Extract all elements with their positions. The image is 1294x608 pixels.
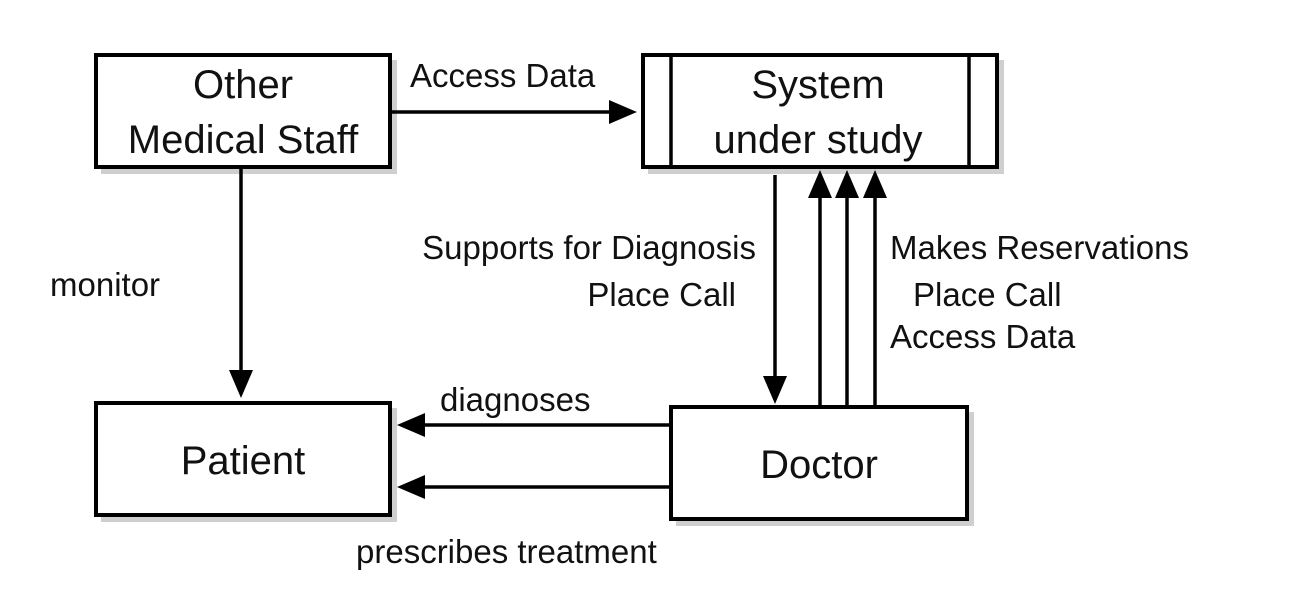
access-data-up-arrow: [863, 170, 887, 405]
other-medical-staff-label-line1: Other: [193, 63, 293, 107]
other-medical-staff-label-line2: Medical Staff: [128, 118, 359, 162]
doctor-node: Doctor: [669, 405, 969, 521]
system-label-line1: System: [751, 63, 884, 107]
supports-label-line2: Place Call: [587, 276, 736, 313]
access-data-arrow: [390, 100, 637, 124]
makes-label-line1: Makes Reservations: [890, 229, 1189, 266]
monitor-arrow: [229, 167, 253, 398]
supports-label-line1: Supports for Diagnosis: [422, 229, 756, 266]
makes-label-line3: Access Data: [890, 318, 1076, 355]
makes-reservations-arrow: [808, 170, 832, 405]
diagnoses-label: diagnoses: [440, 381, 590, 418]
other-medical-staff-node: Other Medical Staff: [94, 53, 392, 169]
monitor-label: monitor: [50, 266, 160, 303]
system-under-study-node: System under study: [641, 53, 999, 169]
diagnoses-arrow: [397, 413, 670, 437]
place-call-arrow: [835, 170, 859, 405]
makes-label-line2: Place Call: [913, 276, 1062, 313]
patient-node: Patient: [94, 401, 392, 517]
prescribes-label: prescribes treatment: [356, 533, 657, 570]
system-label-line2: under study: [713, 118, 922, 162]
access-data-label: Access Data: [410, 57, 596, 94]
doctor-label: Doctor: [760, 443, 878, 487]
patient-label: Patient: [181, 439, 306, 483]
prescribes-arrow: [397, 475, 670, 499]
supports-arrow: [763, 175, 787, 404]
